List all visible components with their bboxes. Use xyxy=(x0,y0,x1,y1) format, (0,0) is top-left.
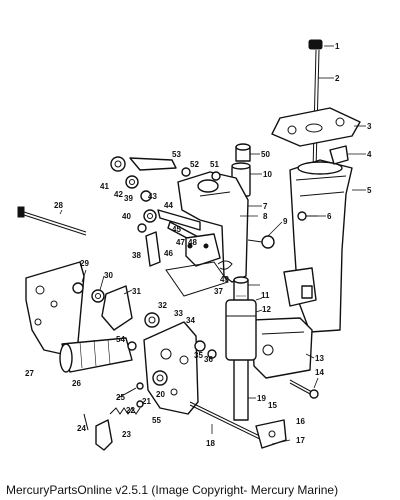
part-label: 21 xyxy=(142,397,151,406)
part-label: 44 xyxy=(164,201,173,210)
part-label: 25 xyxy=(116,393,125,402)
wire-bail-part xyxy=(165,261,229,297)
part-label: 22 xyxy=(126,406,135,415)
part-label: 55 xyxy=(152,416,161,425)
part-label: 30 xyxy=(104,271,113,280)
cylinder-part xyxy=(59,337,133,373)
part-label: 45 xyxy=(172,225,181,234)
bolt-lower-part xyxy=(289,379,319,399)
screw-part xyxy=(297,211,318,221)
part-label: 51 xyxy=(210,160,219,169)
pin-head-part xyxy=(136,400,144,408)
lower-clip-part xyxy=(255,419,287,449)
part-label: 41 xyxy=(100,182,109,191)
tube-guide-part xyxy=(225,299,257,361)
part-label: 27 xyxy=(25,369,34,378)
small-nut-part xyxy=(194,340,217,359)
part-label: 10 xyxy=(263,170,272,179)
part-label: 8 xyxy=(263,212,268,221)
part-label: 42 xyxy=(114,190,123,199)
leader-lines xyxy=(59,45,366,445)
pin-part xyxy=(117,382,144,399)
part-label: 39 xyxy=(124,194,133,203)
part-number-labels: 1 2 3 4 5 6 7 8 9 10 11 12 13 14 15 16 1… xyxy=(25,42,372,448)
part-label: 33 xyxy=(174,309,183,318)
part-label: 46 xyxy=(164,249,173,258)
washer-mid-part xyxy=(144,312,160,328)
image-caption: MercuryPartsOnline v2.5.1 (Image Copyrig… xyxy=(6,483,339,497)
part-label: 12 xyxy=(262,305,271,314)
part-label: 40 xyxy=(122,212,131,221)
top-plate-part xyxy=(271,107,361,147)
exploded-parts-diagram: 1 2 3 4 5 6 7 8 9 10 11 12 13 14 15 16 1… xyxy=(17,39,372,451)
link-rod-part xyxy=(129,157,221,181)
rod-assembly-part xyxy=(308,39,323,171)
part-label: 17 xyxy=(296,436,305,445)
part-label: 34 xyxy=(186,316,195,325)
cam-part xyxy=(185,233,221,267)
washer-left-part xyxy=(137,209,161,267)
part-label: 13 xyxy=(315,354,324,363)
swivel-arm-part xyxy=(177,171,249,283)
part-label: 2 xyxy=(335,74,340,83)
part-label: 18 xyxy=(206,439,215,448)
center-bracket-part xyxy=(143,321,199,415)
link-bracket-part xyxy=(101,285,133,331)
washer-set-part xyxy=(110,156,152,202)
clip-part xyxy=(217,260,233,270)
long-bolt-part xyxy=(17,206,87,236)
part-label: 36 xyxy=(204,355,213,364)
bolt-right-part xyxy=(247,235,275,249)
part-label: 24 xyxy=(77,424,86,433)
part-label: 29 xyxy=(80,259,89,268)
part-label: 49 xyxy=(220,275,229,284)
part-label: 26 xyxy=(72,379,81,388)
part-label: 50 xyxy=(261,150,270,159)
part-label: 1 xyxy=(335,42,340,51)
part-label: 19 xyxy=(257,394,266,403)
spring-part xyxy=(109,407,141,415)
part-label: 3 xyxy=(367,122,372,131)
part-label: 28 xyxy=(54,201,63,210)
nut-part xyxy=(72,282,105,303)
part-label: 6 xyxy=(327,212,332,221)
part-label: 32 xyxy=(158,301,167,310)
part-label: 48 xyxy=(188,238,197,247)
small-pin-part xyxy=(83,413,89,431)
main-housing-part xyxy=(283,159,353,333)
part-label: 9 xyxy=(283,217,288,226)
part-label: 37 xyxy=(214,287,223,296)
part-label: 7 xyxy=(263,202,268,211)
part-label: 53 xyxy=(172,150,181,159)
small-bracket-part xyxy=(329,145,349,165)
part-label: 35 xyxy=(194,351,203,360)
lower-clamp-block-part xyxy=(251,317,313,379)
part-label: 54 xyxy=(116,335,125,344)
part-label: 52 xyxy=(190,160,199,169)
part-label: 31 xyxy=(132,287,141,296)
part-label: 16 xyxy=(296,417,305,426)
part-label: 5 xyxy=(367,186,372,195)
part-label: 15 xyxy=(268,401,277,410)
bushing-part xyxy=(235,143,251,162)
part-label: 20 xyxy=(156,390,165,399)
part-label: 4 xyxy=(367,150,372,159)
roller-part xyxy=(152,370,168,386)
part-label: 38 xyxy=(132,251,141,260)
stud-part xyxy=(127,341,137,351)
handle-part xyxy=(95,419,113,451)
part-label: 23 xyxy=(122,430,131,439)
part-label: 14 xyxy=(315,368,324,377)
part-label: 43 xyxy=(148,192,157,201)
part-label: 47 xyxy=(176,238,185,247)
left-bracket-part xyxy=(25,261,85,355)
part-label: 11 xyxy=(261,291,270,300)
